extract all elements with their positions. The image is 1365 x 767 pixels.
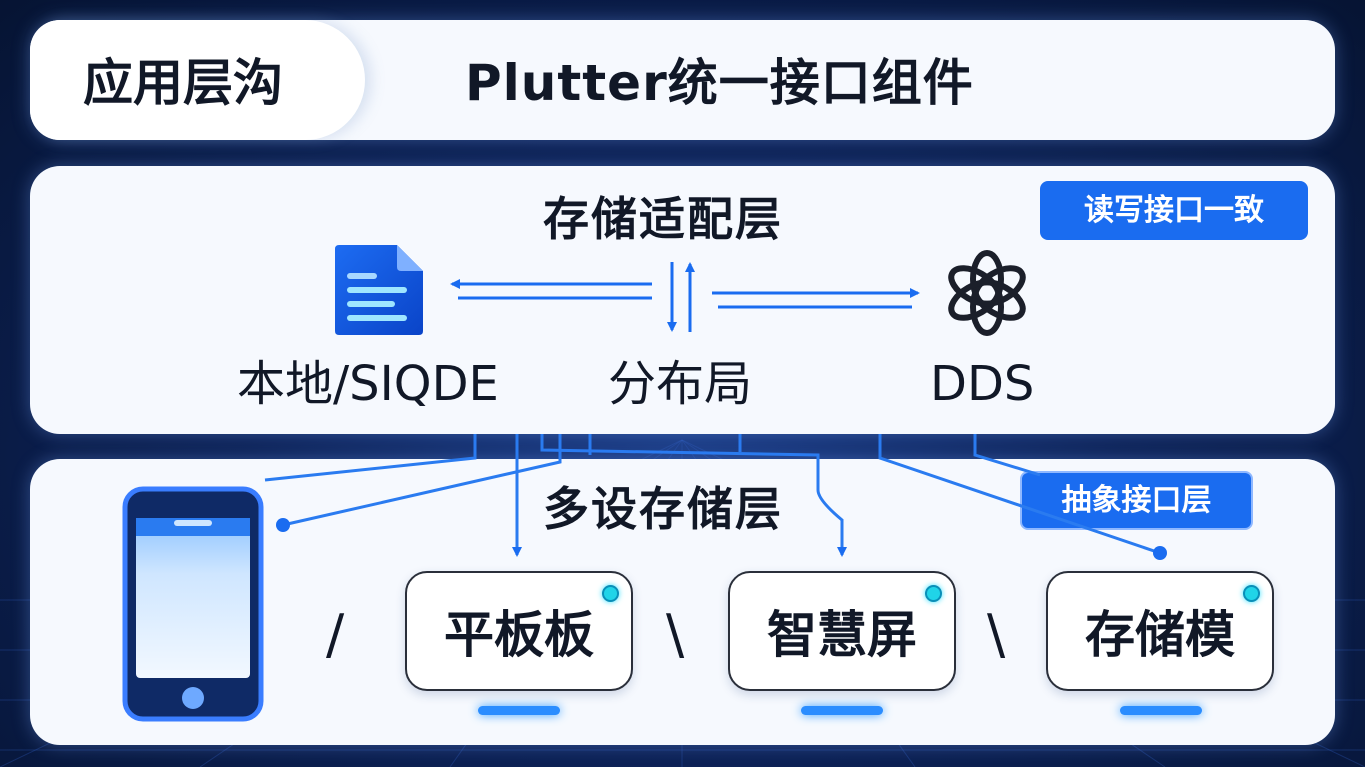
device-label-storage-module: 存储模	[1085, 606, 1235, 664]
smartphone-icon	[122, 486, 264, 722]
multi-device-storage-layer-title: 多设存储层	[543, 482, 783, 536]
dds-label: DDS	[930, 356, 1035, 412]
separator-backslash: \	[987, 603, 1006, 666]
device-label-smart-screen: 智慧屏	[767, 606, 917, 664]
abstract-interface-layer-badge: 抽象接口层	[1020, 471, 1253, 530]
separator-backslash: \	[666, 603, 685, 666]
application-layer-label: 应用层沟	[83, 54, 283, 112]
device-card-smart-screen: 智慧屏	[728, 571, 956, 691]
knot-logo-icon	[948, 250, 1026, 336]
device-card-storage-module: 存储模	[1046, 571, 1274, 691]
unified-interface-component-title: Plutter统一接口组件	[465, 54, 974, 112]
status-dot-icon	[925, 585, 942, 602]
application-layer-label-pill	[30, 20, 365, 140]
status-dot-icon	[1243, 585, 1260, 602]
glow-indicator-bar	[1120, 706, 1202, 715]
local-storage-label: 本地/SIQDE	[237, 356, 499, 412]
glow-indicator-bar	[478, 706, 560, 715]
status-dot-icon	[602, 585, 619, 602]
device-card-tablet: 平板板	[405, 571, 633, 691]
glow-indicator-bar	[801, 706, 883, 715]
consistent-rw-interface-badge: 读写接口一致	[1040, 181, 1308, 240]
separator-slash: /	[326, 603, 345, 666]
distributed-storage-label: 分布局	[608, 356, 753, 412]
document-icon	[335, 245, 423, 335]
device-label-tablet: 平板板	[444, 606, 594, 664]
storage-adapter-layer-title: 存储适配层	[543, 192, 783, 246]
